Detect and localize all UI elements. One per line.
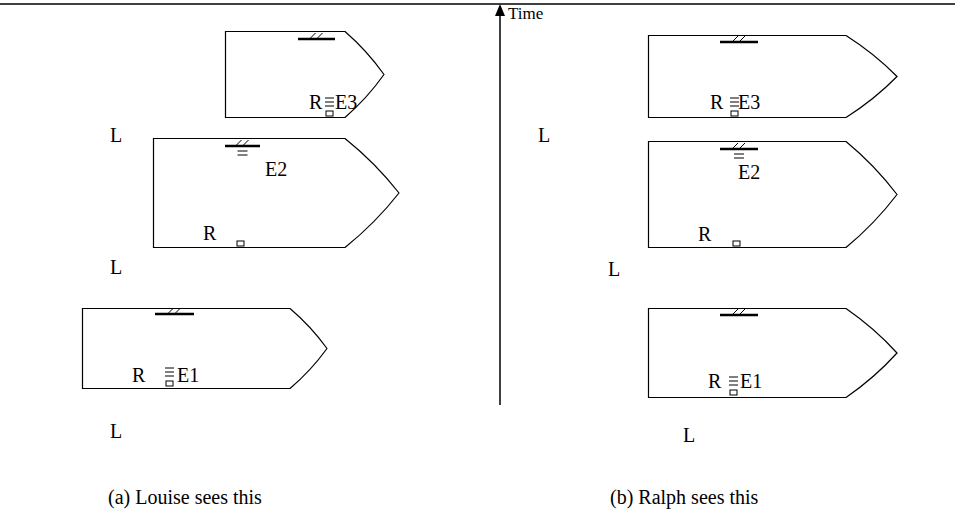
boat-node: E2R	[153, 138, 400, 248]
mirror-hatch	[311, 33, 316, 38]
axis-label: Time	[508, 3, 543, 25]
boat-label: R	[132, 364, 145, 386]
detector	[166, 381, 173, 386]
boat-outline-svg	[648, 308, 898, 398]
mirror	[720, 314, 758, 317]
boat-label: E1	[177, 364, 199, 386]
boat-label: R	[203, 222, 216, 244]
detector	[731, 111, 738, 116]
light-pulse	[730, 106, 739, 107]
mirror	[298, 38, 335, 41]
light-pulse	[325, 98, 334, 99]
boat-label: E2	[738, 161, 760, 183]
mirror-hatch	[176, 308, 181, 313]
top-rule	[0, 3, 955, 5]
mirror-hatch	[740, 309, 745, 314]
boat-node: R E1	[648, 308, 898, 398]
observer-label: L	[110, 256, 122, 278]
observer-label: L	[683, 424, 695, 446]
light-pulse	[165, 368, 174, 369]
light-pulse	[729, 385, 738, 386]
boat-node: R E3	[225, 31, 385, 118]
boat-outline-svg	[648, 35, 898, 118]
time-axis	[499, 14, 501, 405]
boat-outline	[226, 32, 385, 118]
boat-outline-svg	[82, 308, 328, 389]
mirror-hatch	[733, 309, 738, 314]
observer-label: L	[110, 420, 122, 442]
light-pulse	[238, 155, 248, 156]
boat-node: R E1	[82, 308, 328, 389]
mirror-hatch	[318, 33, 323, 38]
light-pulse	[730, 98, 739, 99]
detector	[237, 241, 244, 246]
boat-outline	[649, 142, 898, 248]
light-pulse	[238, 151, 248, 152]
boat-outline-svg	[225, 31, 385, 118]
light-pulse	[325, 106, 334, 107]
light-pulse	[165, 372, 174, 373]
detector	[326, 111, 333, 116]
detector	[730, 390, 737, 395]
mirror-hatch	[740, 143, 745, 148]
light-pulse	[325, 102, 334, 103]
boat-node: E2R	[648, 141, 898, 248]
boat-label: E1	[740, 370, 762, 392]
boat-node: R E3	[648, 35, 898, 118]
panel-caption: (b) Ralph sees this	[610, 486, 758, 508]
boat-label: E2	[265, 158, 287, 180]
observer-label: L	[110, 124, 122, 146]
boat-label: R	[710, 91, 723, 113]
boat-label: R	[698, 223, 711, 245]
observer-label: L	[608, 258, 620, 280]
mirror	[155, 313, 194, 316]
boat-outline	[83, 309, 328, 389]
observer-label: L	[538, 124, 550, 146]
mirror-hatch	[237, 140, 242, 145]
boat-outline	[649, 36, 898, 118]
mirror-hatch	[733, 143, 738, 148]
boat-label: E3	[335, 91, 357, 113]
panel-caption: (a) Louise sees this	[108, 486, 262, 508]
mirror-hatch	[733, 36, 738, 41]
mirror-hatch	[169, 308, 174, 313]
boat-outline-svg	[153, 138, 400, 248]
time-arrowhead	[495, 4, 505, 16]
mirror-hatch	[244, 140, 249, 145]
boat-outline	[154, 139, 400, 248]
mirror-hatch	[740, 36, 745, 41]
boat-label: R	[309, 91, 322, 113]
mirror	[225, 145, 260, 148]
boat-outline-svg	[648, 141, 898, 248]
mirror	[720, 148, 758, 151]
boat-outline	[649, 309, 898, 398]
light-pulse	[730, 102, 739, 103]
detector	[733, 241, 740, 246]
light-pulse	[729, 381, 738, 382]
light-pulse	[734, 158, 744, 159]
light-pulse	[734, 154, 744, 155]
light-pulse	[165, 376, 174, 377]
mirror	[720, 41, 758, 44]
boat-label: R	[708, 370, 721, 392]
boat-label: E3	[738, 91, 760, 113]
light-pulse	[729, 377, 738, 378]
